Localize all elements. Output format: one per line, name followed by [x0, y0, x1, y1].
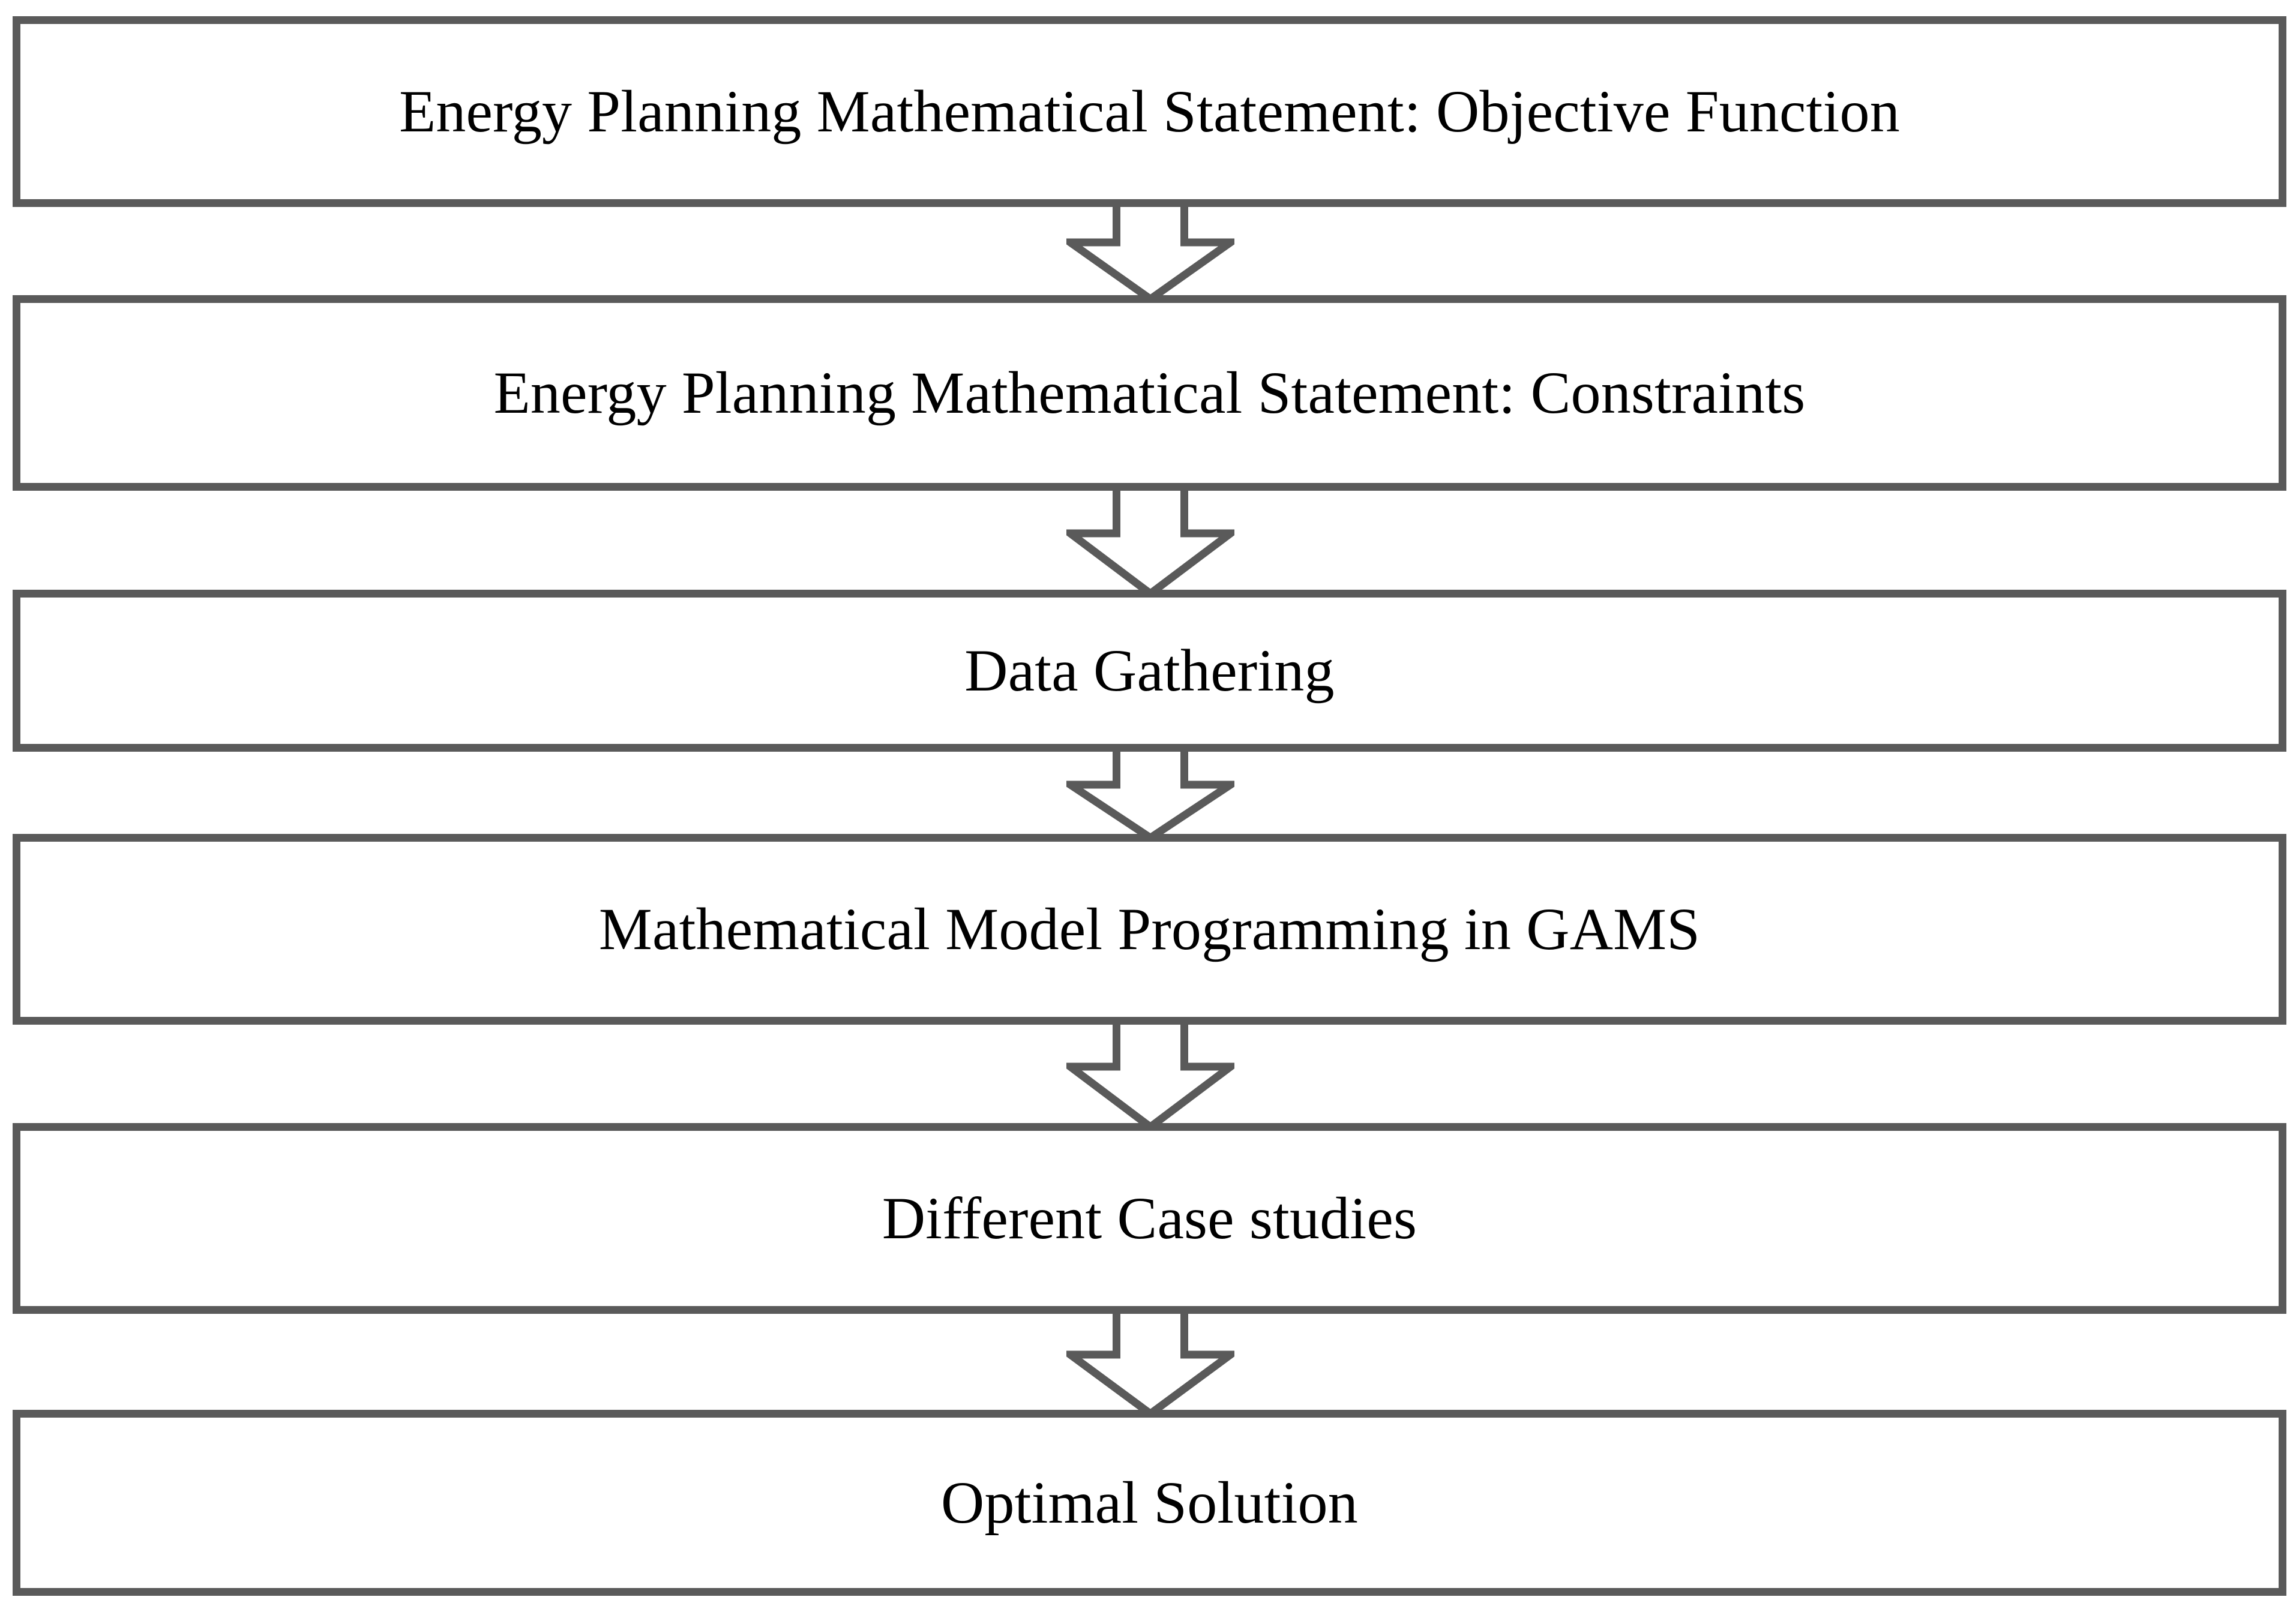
node-label: Different Case studies [882, 1185, 1417, 1251]
down-arrow-icon [1066, 744, 1234, 842]
connector-arrow-model-programming-to-case-studies [1066, 1017, 1234, 1131]
node-label: Optimal Solution [941, 1469, 1358, 1536]
flowchart-node-case-studies[interactable]: Different Case studies [13, 1123, 2286, 1314]
flowchart-node-objective-function[interactable]: Energy Planning Mathematical Statement: … [13, 16, 2286, 207]
down-arrow-icon [1066, 483, 1234, 598]
node-label: Energy Planning Mathematical Statement: … [399, 78, 1900, 145]
down-arrow-outline [1071, 1017, 1231, 1127]
flowchart-node-constraints[interactable]: Energy Planning Mathematical Statement: … [13, 295, 2286, 491]
node-label: Mathematical Model Programming in GAMS [598, 896, 1701, 962]
node-label: Energy Planning Mathematical Statement: … [493, 359, 1806, 426]
connector-arrow-data-gathering-to-model-programming [1066, 744, 1234, 842]
flowchart-node-optimal-solution[interactable]: Optimal Solution [13, 1410, 2286, 1596]
down-arrow-icon [1066, 1017, 1234, 1131]
down-arrow-outline [1071, 744, 1231, 838]
node-label: Data Gathering [964, 637, 1335, 704]
connector-arrow-constraints-to-data-gathering [1066, 483, 1234, 598]
down-arrow-outline [1071, 199, 1231, 299]
down-arrow-outline [1071, 1306, 1231, 1414]
down-arrow-icon [1066, 1306, 1234, 1418]
flowchart-node-model-programming[interactable]: Mathematical Model Programming in GAMS [13, 834, 2286, 1025]
connector-arrow-objective-to-constraints [1066, 199, 1234, 303]
down-arrow-outline [1071, 483, 1231, 594]
flowchart-node-data-gathering[interactable]: Data Gathering [13, 590, 2286, 752]
connector-arrow-case-studies-to-optimal-solution [1066, 1306, 1234, 1418]
down-arrow-icon [1066, 199, 1234, 303]
